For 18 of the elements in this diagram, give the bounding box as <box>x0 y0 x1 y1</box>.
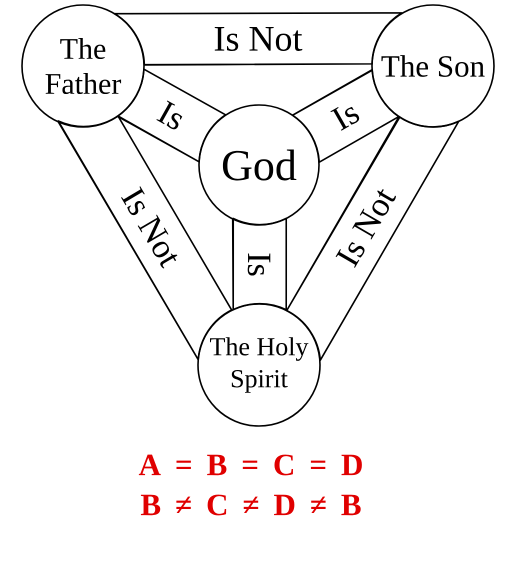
edge-label: Is Not <box>118 184 184 271</box>
edge-label: Is Not <box>334 184 398 270</box>
edge-label: Is <box>328 98 364 133</box>
band-connector <box>114 12 403 66</box>
edge-label: Is <box>246 251 272 278</box>
equation-line: B ≠ C ≠ D ≠ B <box>140 494 361 516</box>
band-connector <box>292 68 400 163</box>
band-connector <box>116 68 226 163</box>
circle-node: The Father <box>21 4 145 128</box>
edge-label: Is Not <box>212 26 304 52</box>
band-connector <box>232 218 288 310</box>
circle-node: The Son <box>371 4 495 128</box>
equation-line: A = B = C = D <box>138 454 362 476</box>
edge-label: Is <box>154 98 189 133</box>
circle-node: God <box>198 104 320 226</box>
band-connector <box>286 116 460 361</box>
band-connector <box>58 115 232 360</box>
circle-node: The Holy Spirit <box>197 303 321 427</box>
